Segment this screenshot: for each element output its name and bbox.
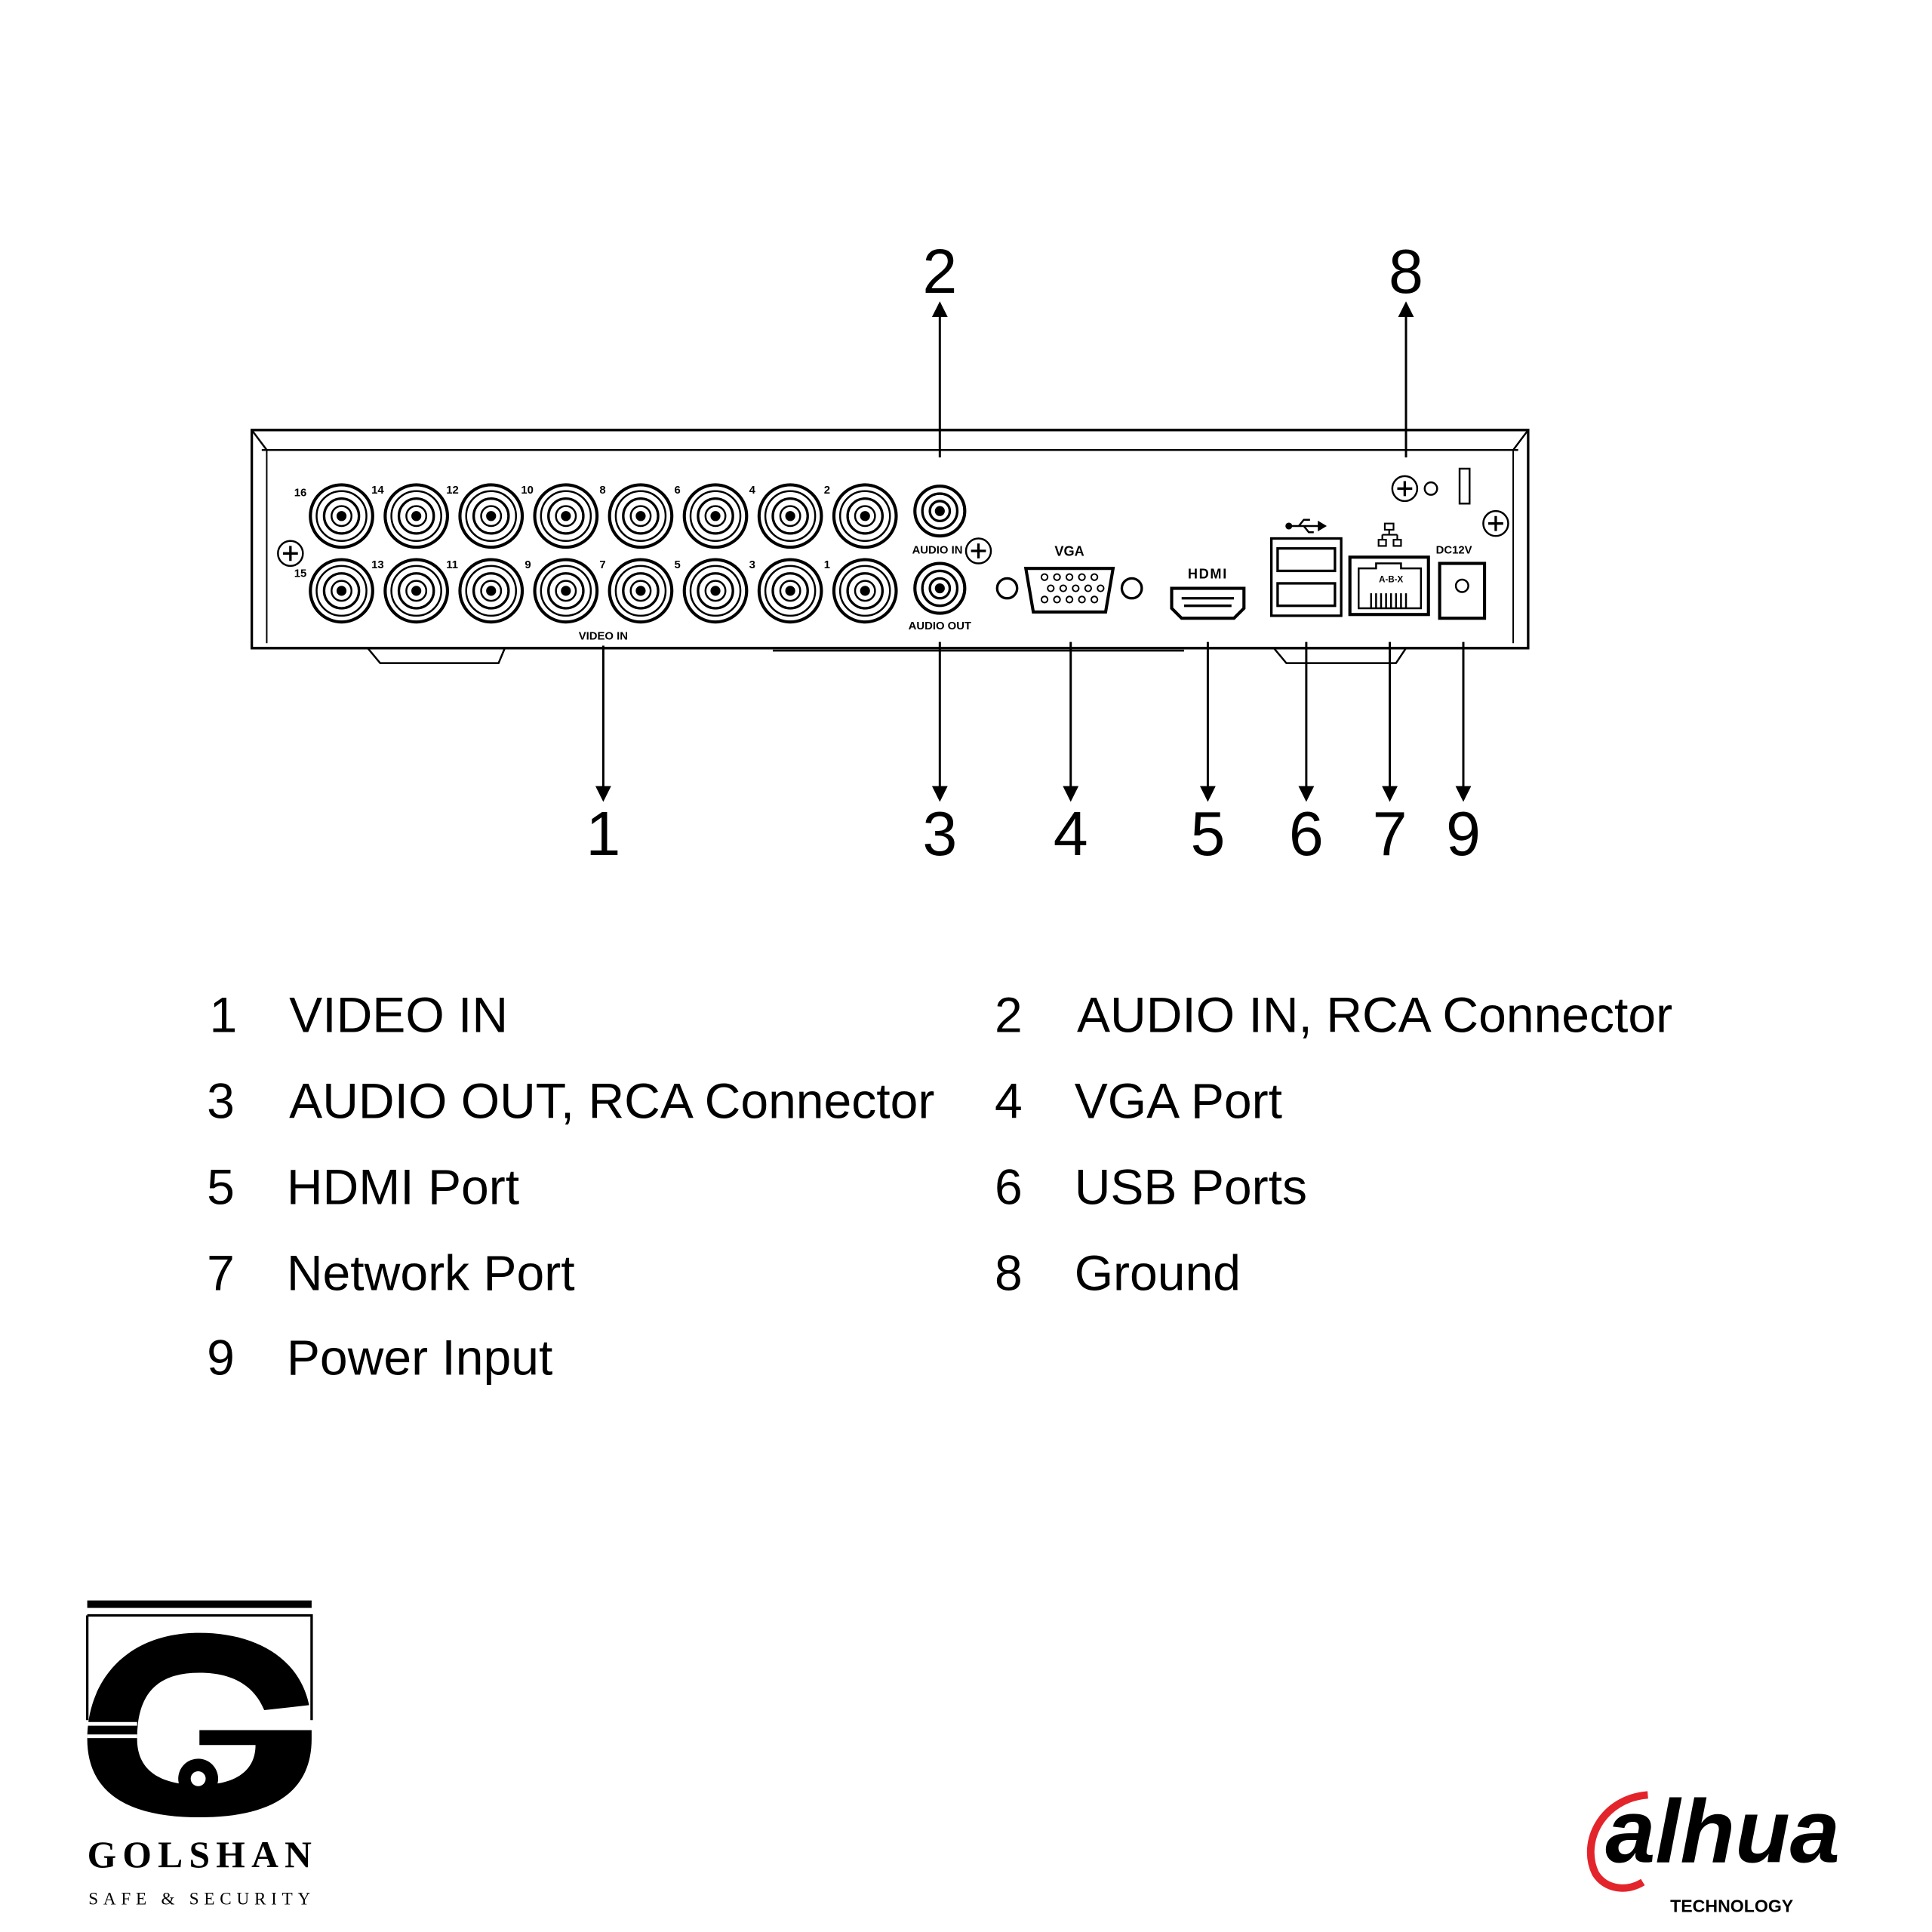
screw-icon <box>964 537 992 565</box>
bnc-port-15[interactable] <box>310 560 373 623</box>
bnc-label: 6 <box>675 485 681 497</box>
bnc-label: 15 <box>294 568 307 580</box>
network-icon <box>1377 522 1402 547</box>
bnc-port-10[interactable] <box>535 485 598 547</box>
bnc-label: 11 <box>446 559 458 571</box>
legend-label: Ground <box>1075 1244 1241 1300</box>
video-in-ports: 16 14 12 10 8 6 4 2 15 13 11 9 7 5 3 1 V… <box>294 485 897 642</box>
network-port[interactable] <box>1348 555 1430 617</box>
dahua-logo-tagline: TECHNOLOGY <box>1670 1897 1794 1916</box>
bnc-port-5[interactable] <box>685 560 747 623</box>
vent-icon <box>1458 467 1471 505</box>
bnc-port-11[interactable] <box>460 560 522 623</box>
legend-label: AUDIO IN, RCA Connector <box>1077 987 1672 1043</box>
bnc-port-14[interactable] <box>385 485 448 547</box>
bnc-label: 8 <box>599 485 605 497</box>
callout-3: 3 <box>922 799 957 869</box>
callout-9: 9 <box>1446 799 1481 869</box>
dahua-logo: alhua TECHNOLOGY <box>1586 1782 1840 1916</box>
ground-terminal[interactable] <box>1391 475 1419 503</box>
bnc-label: 16 <box>294 487 307 499</box>
bnc-port-12[interactable] <box>460 485 522 547</box>
bnc-label: 10 <box>521 485 534 497</box>
bnc-label: 9 <box>525 559 531 571</box>
bnc-port-8[interactable] <box>610 485 672 547</box>
legend-label: VIDEO IN <box>289 987 508 1043</box>
bnc-label: 13 <box>371 559 384 571</box>
legend-number: 8 <box>995 1244 1023 1300</box>
legend-label: Power Input <box>287 1330 552 1386</box>
usb-ports[interactable] <box>1269 537 1343 617</box>
legend-label: VGA Port <box>1075 1072 1282 1128</box>
legend-label: USB Ports <box>1075 1158 1307 1214</box>
legend-number: 2 <box>995 987 1023 1043</box>
callout-8: 8 <box>1389 237 1423 306</box>
legend-label: HDMI Port <box>287 1158 519 1214</box>
legend-label: Network Port <box>287 1244 575 1300</box>
audio-in-port[interactable] <box>913 485 967 538</box>
dc-label: DC12V <box>1436 544 1472 556</box>
callout-7: 7 <box>1373 799 1407 869</box>
callout-5: 5 <box>1190 799 1225 869</box>
hdmi-label: HDMI <box>1188 566 1228 581</box>
bnc-port-1[interactable] <box>834 560 897 623</box>
bnc-port-4[interactable] <box>759 485 822 547</box>
legend-number: 4 <box>995 1072 1023 1128</box>
ground-symbol-icon <box>1423 481 1438 496</box>
legend-number: 1 <box>209 987 237 1043</box>
vga-port[interactable] <box>995 567 1143 614</box>
bnc-port-13[interactable] <box>385 560 448 623</box>
mounting-screw-icon <box>1481 509 1510 537</box>
video-in-label: VIDEO IN <box>579 630 628 642</box>
audio-in-label: AUDIO IN <box>912 544 963 556</box>
hdmi-port[interactable] <box>1170 586 1246 620</box>
bnc-label: 2 <box>824 485 830 497</box>
bnc-port-7[interactable] <box>610 560 672 623</box>
bnc-label: 7 <box>599 559 605 571</box>
bnc-port-2[interactable] <box>834 485 897 547</box>
legend-number: 6 <box>995 1158 1023 1214</box>
legend-label: AUDIO OUT, RCA Connector <box>289 1072 934 1128</box>
callout-2: 2 <box>922 237 957 306</box>
power-input-port[interactable] <box>1438 561 1487 620</box>
legend-number: 9 <box>207 1330 235 1386</box>
bnc-label: 5 <box>675 559 681 571</box>
callout-arrows <box>595 301 1472 802</box>
legend-number: 3 <box>207 1072 235 1128</box>
golshan-logo-tagline: SAFE & SECURITY <box>88 1890 310 1909</box>
bnc-port-16[interactable] <box>310 485 373 547</box>
golshan-logo-name: GOLSHAN <box>88 1834 312 1875</box>
bnc-label: 12 <box>446 485 459 497</box>
callout-4: 4 <box>1054 799 1088 869</box>
bnc-label: 4 <box>749 485 756 497</box>
bnc-label: 3 <box>749 559 755 571</box>
network-label: A-B-X <box>1379 575 1403 584</box>
bnc-port-6[interactable] <box>685 485 747 547</box>
bnc-label: 1 <box>824 559 830 571</box>
callout-1: 1 <box>586 799 620 869</box>
mounting-screw-icon <box>276 540 304 568</box>
audio-out-label: AUDIO OUT <box>909 620 971 632</box>
golshan-logo: GOLSHAN SAFE & SECURITY <box>85 1600 313 1909</box>
legend-number: 5 <box>207 1158 235 1214</box>
audio-out-port[interactable] <box>913 561 967 615</box>
legend: 1 VIDEO IN 2 AUDIO IN, RCA Connector 3 A… <box>207 987 1672 1386</box>
vga-label: VGA <box>1054 544 1084 559</box>
bnc-label: 14 <box>371 485 384 497</box>
bnc-port-3[interactable] <box>759 560 822 623</box>
legend-number: 7 <box>207 1244 235 1300</box>
usb-icon <box>1285 518 1327 534</box>
dahua-logo-name: alhua <box>1605 1782 1840 1882</box>
bnc-port-9[interactable] <box>535 560 598 623</box>
callout-6: 6 <box>1289 799 1324 869</box>
